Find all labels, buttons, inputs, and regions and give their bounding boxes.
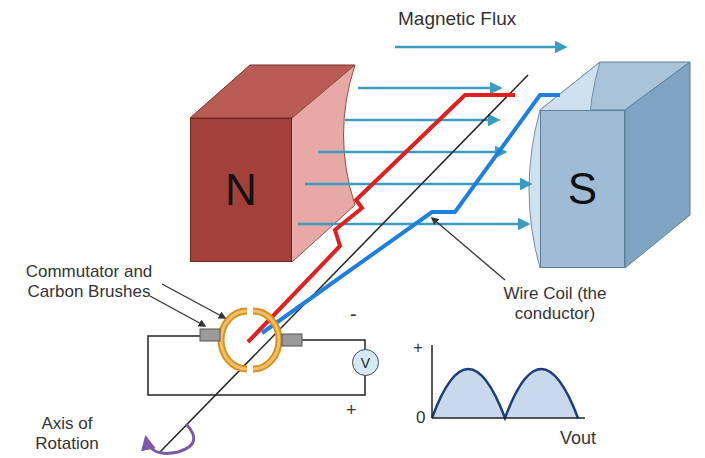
flux-arrows: [298, 47, 565, 224]
node-label: S: [568, 167, 597, 211]
flux-label: Magnetic Flux: [398, 8, 516, 30]
axis-tick: 0: [416, 408, 425, 428]
node-label: V: [361, 356, 370, 370]
carbon-brush: [282, 334, 302, 346]
magnet-pole: S: [540, 110, 625, 268]
commutator: [221, 311, 279, 369]
axis-title: Vout: [560, 428, 596, 449]
node-label: N: [225, 168, 257, 212]
part-label: Wire Coil (the conductor): [470, 284, 640, 323]
axis-tick: +: [413, 338, 423, 358]
polarity-sign: -: [350, 303, 357, 326]
part-label: Commutator and Carbon Brushes: [14, 262, 164, 301]
polarity-sign: +: [346, 400, 357, 421]
carbon-brush: [200, 329, 220, 341]
output-graph: [432, 345, 585, 418]
south-magnet: [529, 62, 690, 268]
voltmeter-symbol: V: [352, 349, 379, 376]
rotation-arrow: [146, 424, 194, 453]
part-label: Axis of Rotation: [12, 414, 122, 453]
circuit-wire: [148, 336, 365, 395]
north-magnet: [190, 65, 355, 262]
magnet-pole: N: [190, 118, 292, 262]
